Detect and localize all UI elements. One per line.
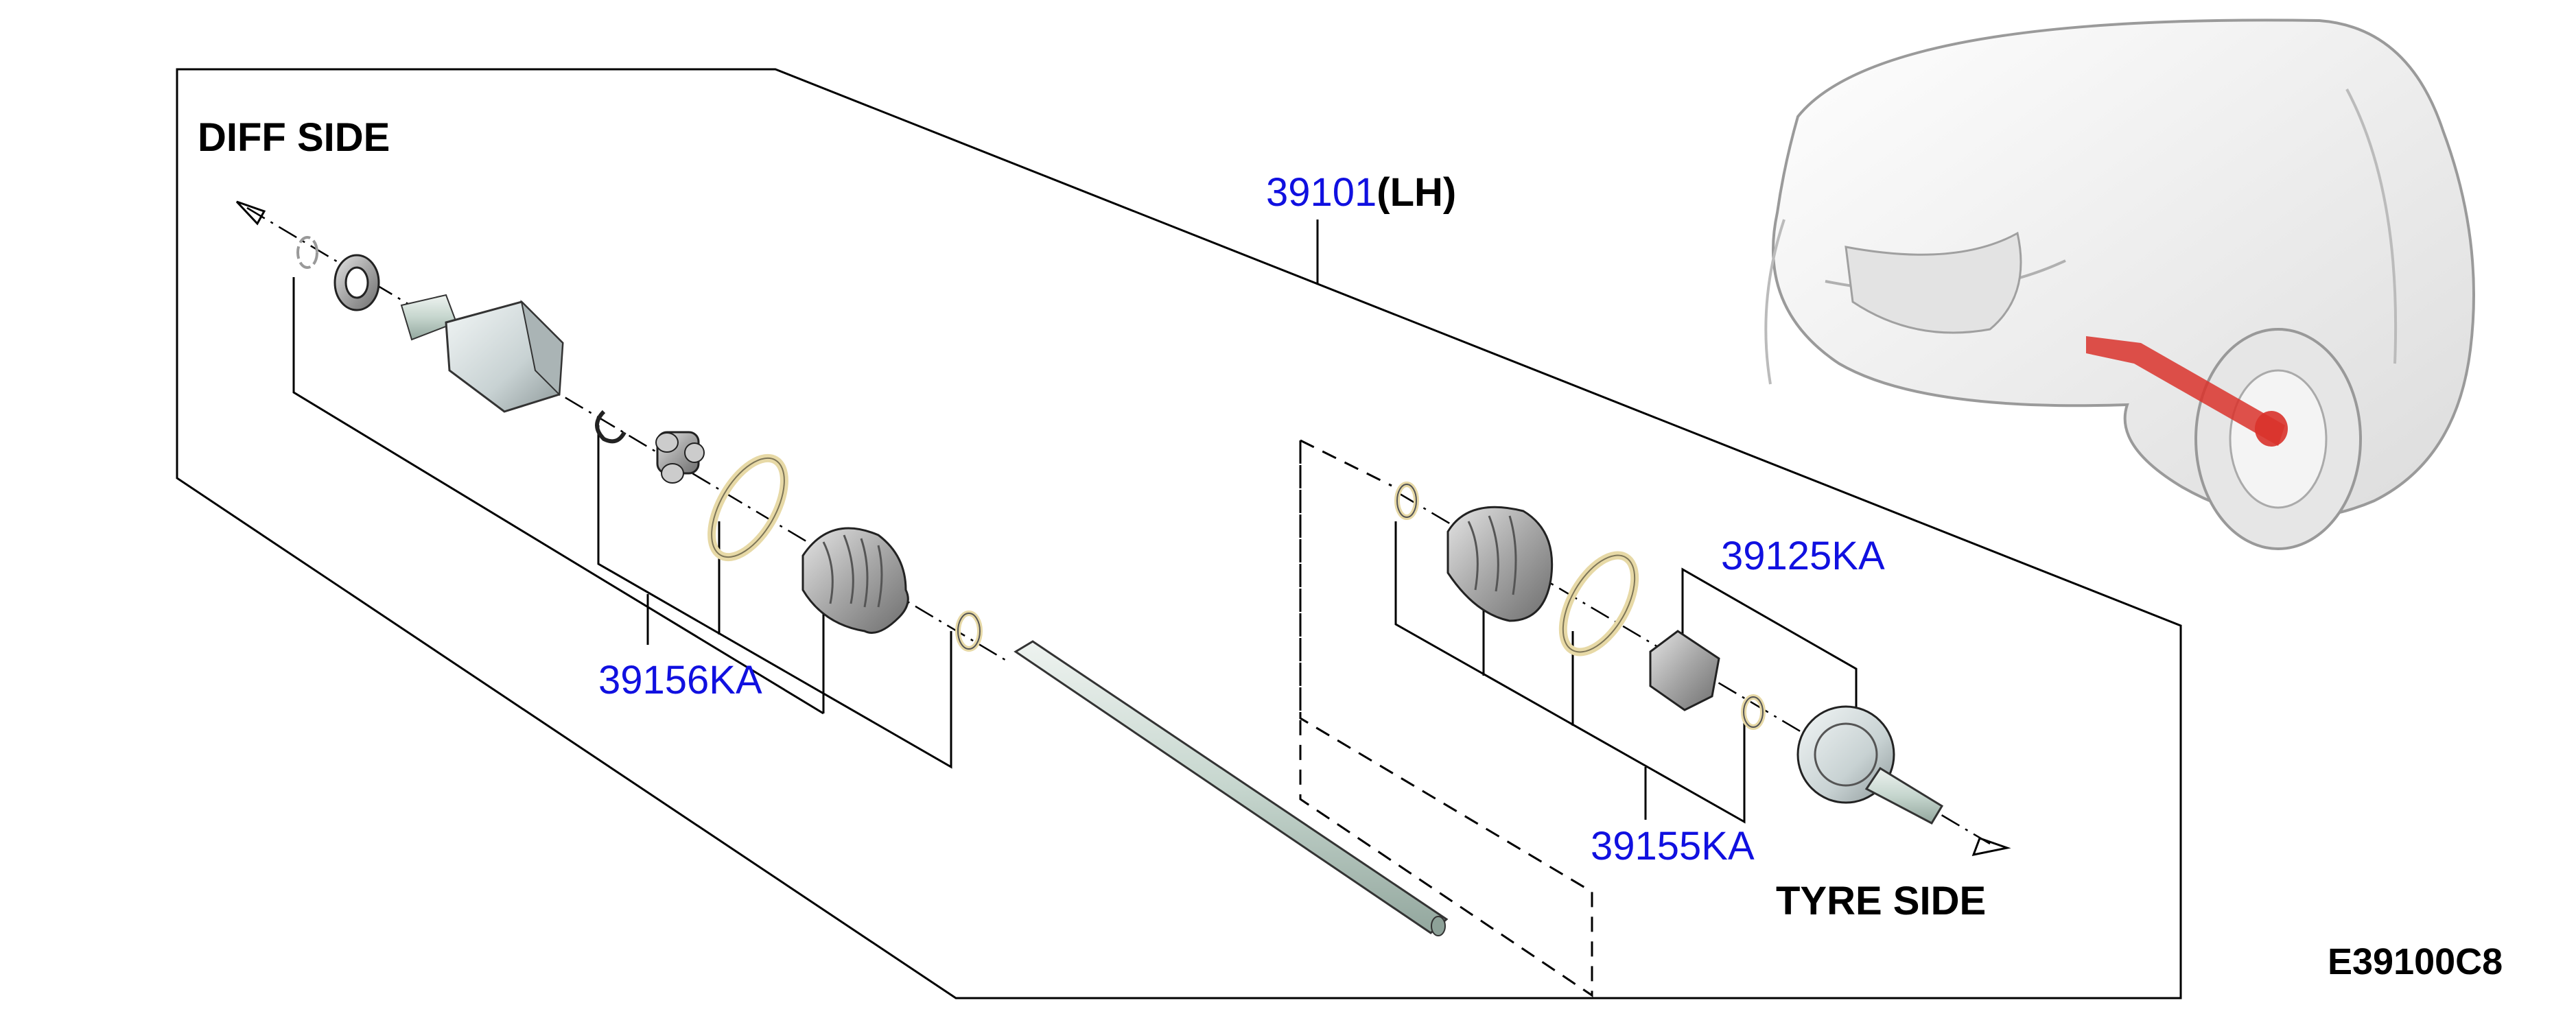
highlighted-drive-shaft-icon bbox=[2086, 336, 2288, 447]
tripod-spider-icon bbox=[655, 431, 705, 484]
inner-joint-housing-icon bbox=[400, 294, 564, 413]
leader-39156ka bbox=[597, 425, 952, 769]
outer-kit-boundary bbox=[1299, 440, 1593, 997]
lock-nut-icon bbox=[333, 254, 380, 311]
inner-boot-icon bbox=[801, 527, 909, 634]
damper-weight-icon bbox=[1649, 630, 1720, 711]
part-39101-number[interactable]: 39101 bbox=[1266, 170, 1377, 215]
boot-band-inner-small-icon bbox=[955, 611, 983, 652]
leader-39155ka bbox=[1394, 521, 1746, 824]
car-front-icon bbox=[1764, 19, 2475, 550]
snap-ring-outer-icon bbox=[1741, 694, 1766, 730]
diagram-code-label: E39100C8 bbox=[2328, 941, 2503, 982]
outer-joint-icon bbox=[1796, 705, 1944, 825]
part-39101-label[interactable]: 39101(LH) bbox=[1266, 173, 1456, 213]
circlip-icon bbox=[595, 410, 627, 444]
part-39125ka-label[interactable]: 39125KA bbox=[1721, 534, 1885, 578]
boot-band-inner-large-icon bbox=[707, 453, 788, 562]
tyre-side-label: TYRE SIDE bbox=[1776, 879, 1987, 923]
part-39156ka-label[interactable]: 39156KA bbox=[598, 658, 762, 702]
boot-band-outer-large-icon bbox=[1558, 551, 1639, 656]
outer-boot-icon bbox=[1447, 506, 1554, 622]
boot-band-outer-small-icon bbox=[1394, 482, 1419, 520]
drive-shaft-bar-icon bbox=[1014, 640, 1449, 936]
part-39155ka-label[interactable]: 39155KA bbox=[1591, 824, 1755, 868]
snap-ring-small-icon bbox=[296, 236, 318, 269]
assembly-boundary bbox=[176, 68, 2182, 999]
diff-side-arrow-icon bbox=[235, 200, 266, 226]
diff-side-label: DIFF SIDE bbox=[198, 115, 390, 160]
outer-kit-boundary-top bbox=[1300, 439, 1392, 487]
tyre-side-arrow-icon bbox=[1971, 837, 2011, 857]
part-39101-side: (LH) bbox=[1377, 170, 1457, 215]
